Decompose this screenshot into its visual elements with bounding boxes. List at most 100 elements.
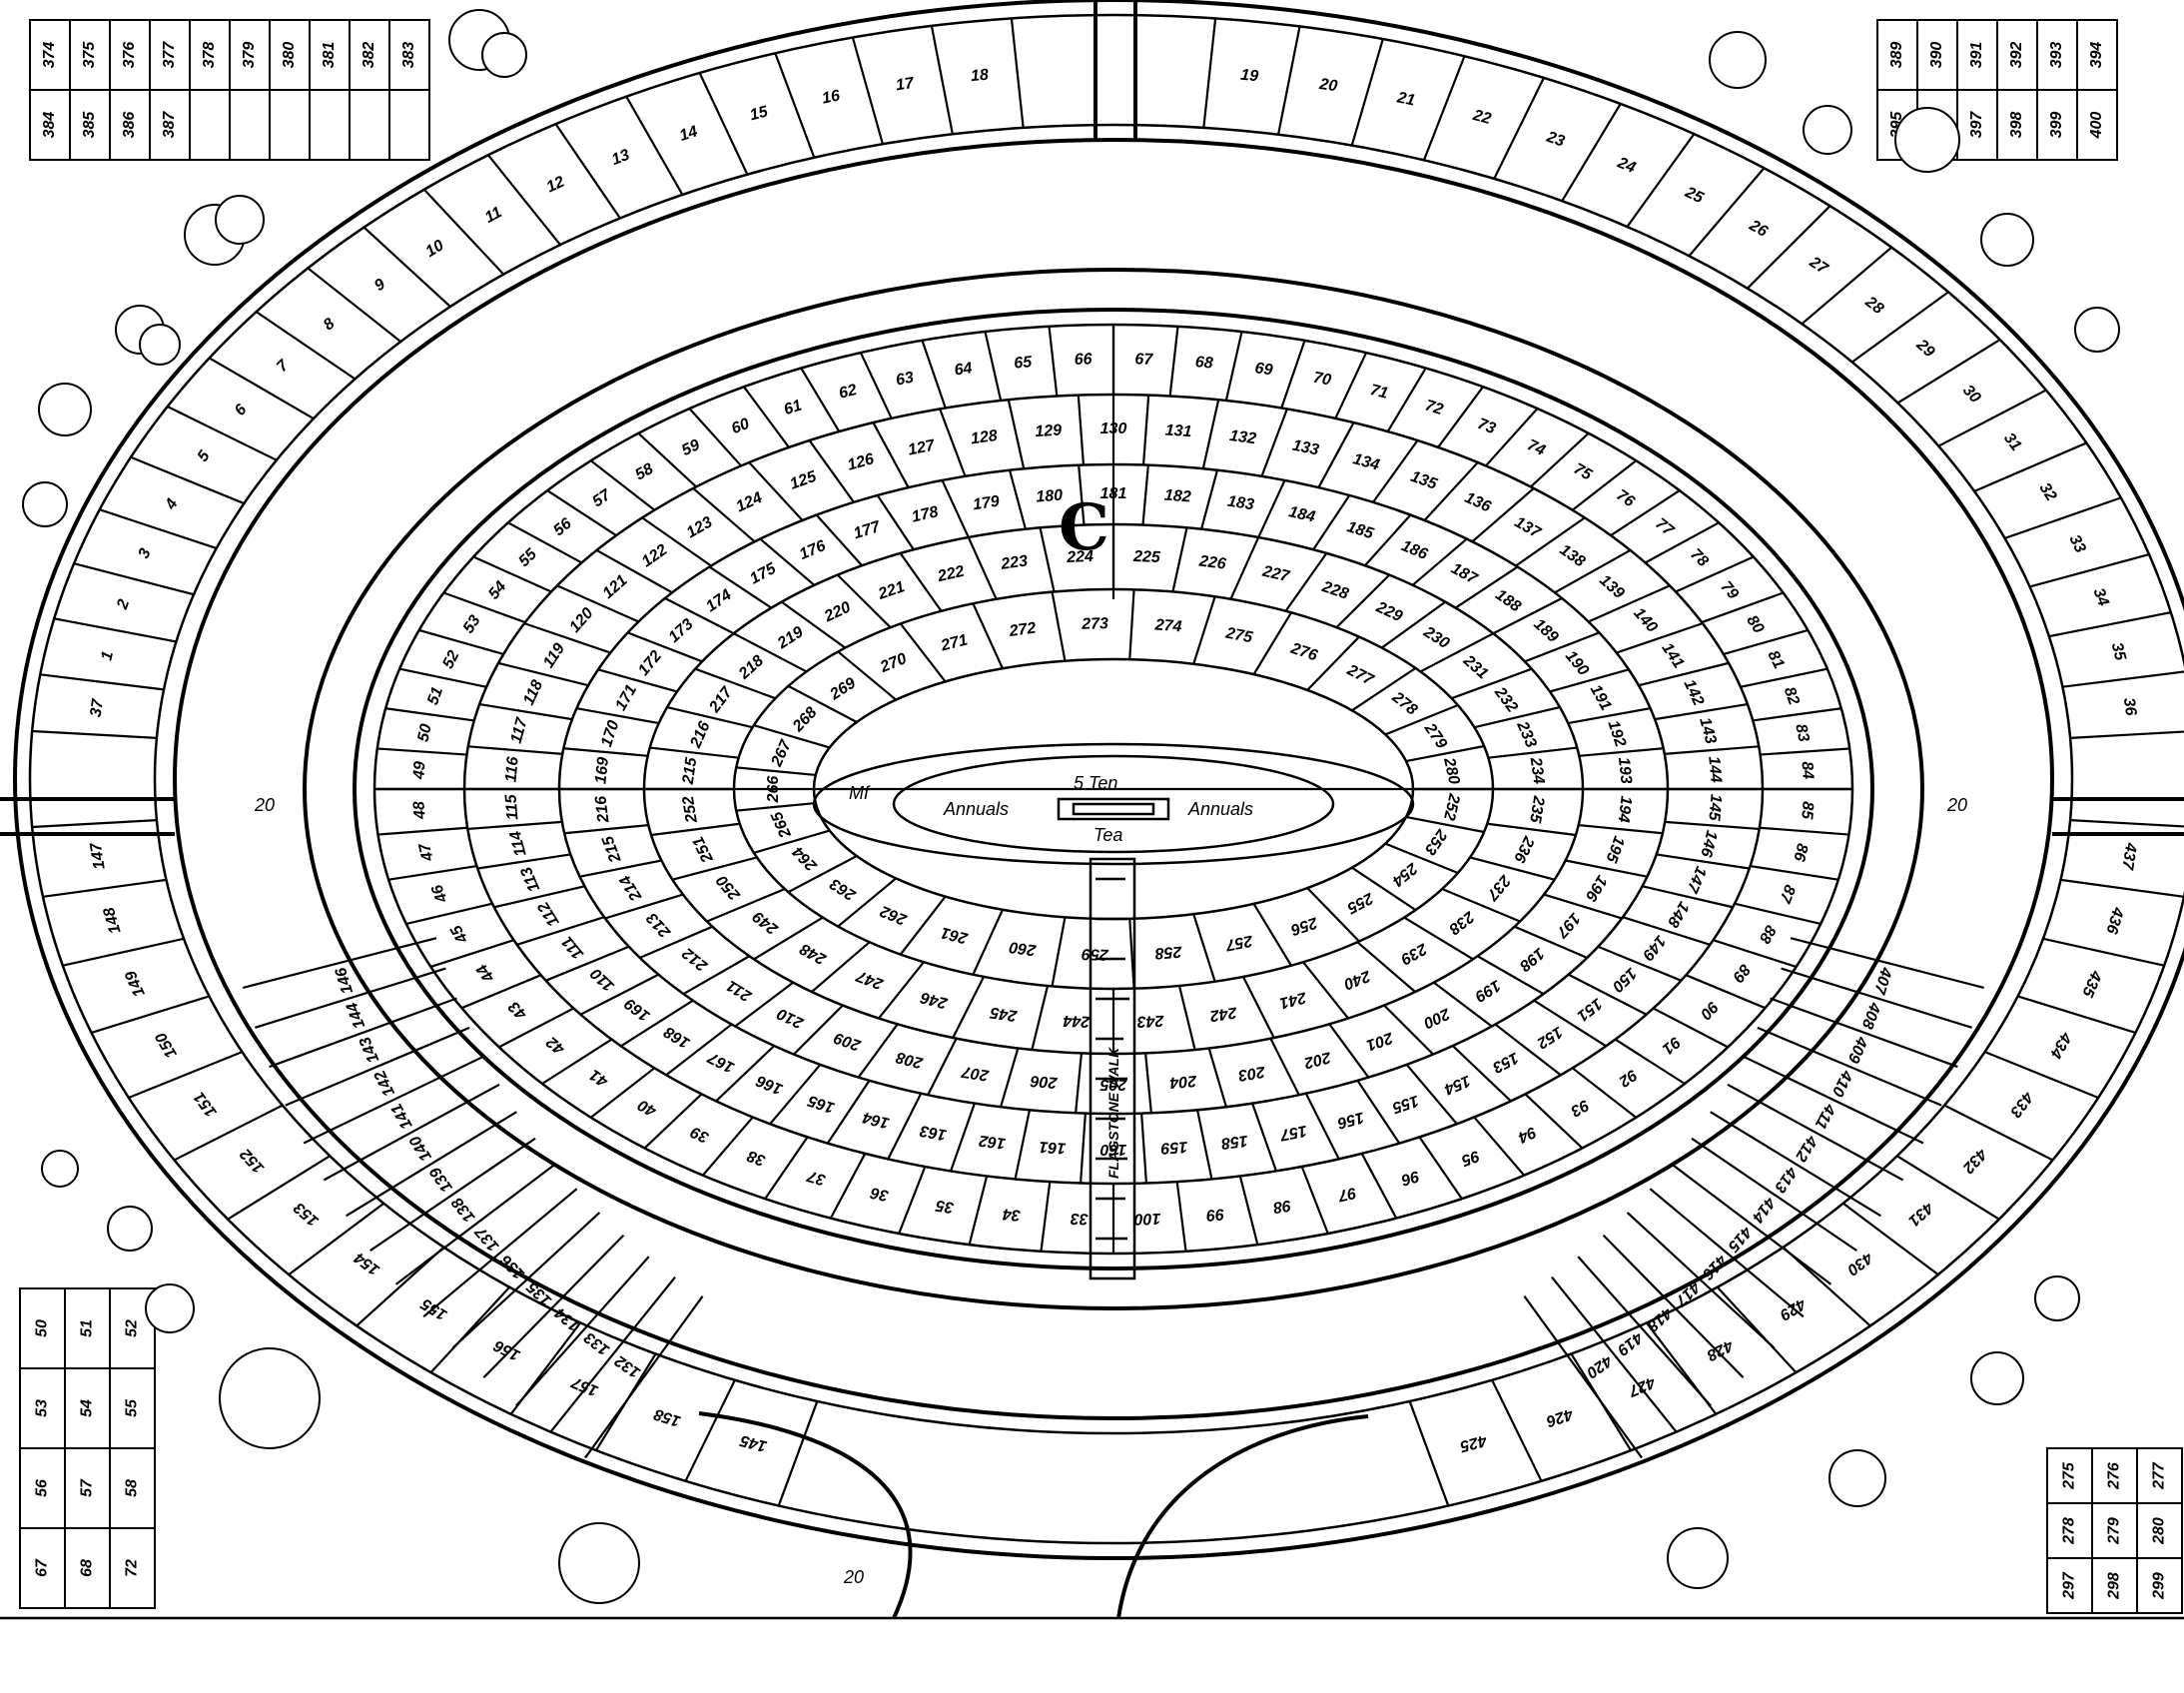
ring1-north-divider bbox=[1386, 368, 1427, 432]
ring3-north-lot-number: 179 bbox=[972, 493, 1001, 514]
ring4-north-lot-number: 227 bbox=[1260, 562, 1292, 585]
ring5-divider bbox=[753, 829, 831, 854]
ring1-north-divider bbox=[1437, 386, 1484, 448]
ring1-south-divider bbox=[1571, 1067, 1637, 1119]
ring3-south-divider bbox=[579, 859, 662, 878]
outer-east-divider bbox=[1973, 441, 2087, 492]
section-letter: C bbox=[1059, 490, 1109, 565]
corner-lot-number: 379 bbox=[241, 42, 258, 69]
corner-lot-number: 67 bbox=[34, 1558, 51, 1577]
ring1-south-lot-number: 87 bbox=[1776, 882, 1799, 906]
ring4-north-divider bbox=[1474, 706, 1561, 729]
ring4-south-divider bbox=[706, 887, 786, 923]
ring4-south-divider bbox=[753, 916, 824, 961]
ring3-south-lot-number: 207 bbox=[960, 1063, 991, 1084]
corner-lot-number: 392 bbox=[2008, 42, 2025, 69]
outer-west-lot-number: 16 bbox=[821, 87, 842, 107]
corner-lot-number: 391 bbox=[1968, 42, 1985, 69]
south-west-divider bbox=[345, 1111, 517, 1218]
outer-east-lot-number: 32 bbox=[2035, 480, 2059, 504]
ring3-north-lot-number: 180 bbox=[1036, 487, 1064, 506]
ring2-south-divider bbox=[1405, 1064, 1458, 1125]
ring4-north-lot-number: 234 bbox=[1526, 755, 1547, 785]
ring4-north-divider bbox=[694, 667, 776, 700]
outer-se-divider bbox=[1943, 1104, 2054, 1162]
ring5-divider bbox=[736, 801, 816, 812]
ring2-south-lot-number: 158 bbox=[1220, 1132, 1249, 1152]
ring3-south-divider bbox=[1143, 1053, 1152, 1114]
ring3-north-divider bbox=[576, 707, 659, 725]
outer-east-divider bbox=[2070, 730, 2184, 739]
ring2-south-divider bbox=[620, 999, 694, 1048]
ring3-south-divider bbox=[1433, 981, 1493, 1028]
ring4-north-divider bbox=[967, 536, 998, 600]
ring3-north-divider bbox=[708, 565, 772, 609]
ring1-north-lot-number: 82 bbox=[1781, 685, 1803, 708]
corner-lot-number: 386 bbox=[121, 112, 138, 139]
ring2-south-lot-number: 162 bbox=[978, 1132, 1007, 1152]
outer-east-divider bbox=[1896, 339, 2001, 405]
street-connectors bbox=[0, 0, 2184, 1620]
ring2-south-divider bbox=[493, 885, 585, 909]
corner-lot-number: 393 bbox=[2048, 42, 2065, 69]
ring2-north-lot-number: 128 bbox=[970, 427, 999, 447]
ring5-lot-number: 280 bbox=[1440, 755, 1463, 786]
south-west-divider bbox=[269, 997, 457, 1069]
ring1-north-lot-number: 70 bbox=[1312, 370, 1333, 390]
ring1-north-divider bbox=[859, 352, 893, 420]
ring3-south-divider bbox=[1514, 925, 1588, 959]
ring2-north-divider bbox=[596, 548, 673, 594]
ring1-north-lot-number: 74 bbox=[1525, 436, 1548, 459]
ring2-north-divider bbox=[1423, 461, 1479, 521]
outer-se-divider bbox=[1984, 1051, 2099, 1100]
ring1-north-lot-number: 59 bbox=[679, 436, 702, 459]
ring5-divider bbox=[899, 622, 947, 683]
ring3-north-divider bbox=[1524, 631, 1600, 663]
outer-west-divider bbox=[363, 226, 451, 308]
ring2-north-divider bbox=[872, 422, 910, 488]
corner-lot-number: 56 bbox=[34, 1479, 51, 1497]
outer-west-divider bbox=[130, 455, 245, 505]
south-west-divider bbox=[514, 1256, 650, 1407]
corner-lot-number: 275 bbox=[2061, 1461, 2078, 1490]
corner-lot-number: 399 bbox=[2048, 112, 2065, 139]
outer-west-divider bbox=[625, 96, 684, 196]
corner-lot-number: 375 bbox=[81, 41, 98, 69]
ring1-north-divider bbox=[637, 431, 697, 488]
outer-west-divider bbox=[209, 357, 315, 420]
corner-lot-number: 299 bbox=[2151, 1572, 2168, 1600]
ring1-south-lot-number: 100 bbox=[1133, 1210, 1160, 1228]
ring1-north-divider bbox=[921, 340, 947, 409]
ring4-south-divider bbox=[878, 961, 925, 1020]
ring1-south-divider bbox=[541, 1038, 613, 1085]
corner-lot-number: 383 bbox=[400, 42, 417, 69]
ring2-south-divider bbox=[1195, 1110, 1213, 1180]
ring1-north-divider bbox=[688, 408, 742, 467]
ring2-south-divider bbox=[1568, 973, 1647, 1016]
ring2-north-divider bbox=[1638, 661, 1730, 687]
ring1-south-lot-number: 88 bbox=[1756, 922, 1780, 946]
ring4-north-lot-number: 226 bbox=[1197, 552, 1227, 572]
ring1-north-divider bbox=[1740, 667, 1828, 688]
ring1-south-lot-number: 86 bbox=[1790, 842, 1811, 863]
outer-sw-divider bbox=[288, 1202, 384, 1276]
corner-lot-number: 381 bbox=[321, 42, 338, 69]
south-west-divider bbox=[323, 1083, 500, 1182]
outer-east-divider bbox=[1851, 291, 1949, 364]
ring3-south-divider bbox=[1543, 893, 1623, 920]
ring2-south-divider bbox=[887, 1093, 923, 1160]
ring3-north-divider bbox=[941, 479, 970, 538]
ring3-north-divider bbox=[759, 537, 816, 586]
ring1-north-divider bbox=[472, 555, 552, 593]
ring3-north-divider bbox=[1579, 747, 1664, 757]
outer-east-divider bbox=[2004, 496, 2122, 539]
ring3-north-lot-number: 182 bbox=[1163, 487, 1191, 506]
outer-se-divider bbox=[2042, 937, 2165, 967]
tree-cluster-icon bbox=[22, 9, 2120, 1604]
ring2-south-lot-number: 156 bbox=[1336, 1109, 1366, 1132]
outer-east-lot-number: 35 bbox=[2108, 641, 2129, 664]
ring2-north-lot-number: 126 bbox=[846, 450, 876, 474]
